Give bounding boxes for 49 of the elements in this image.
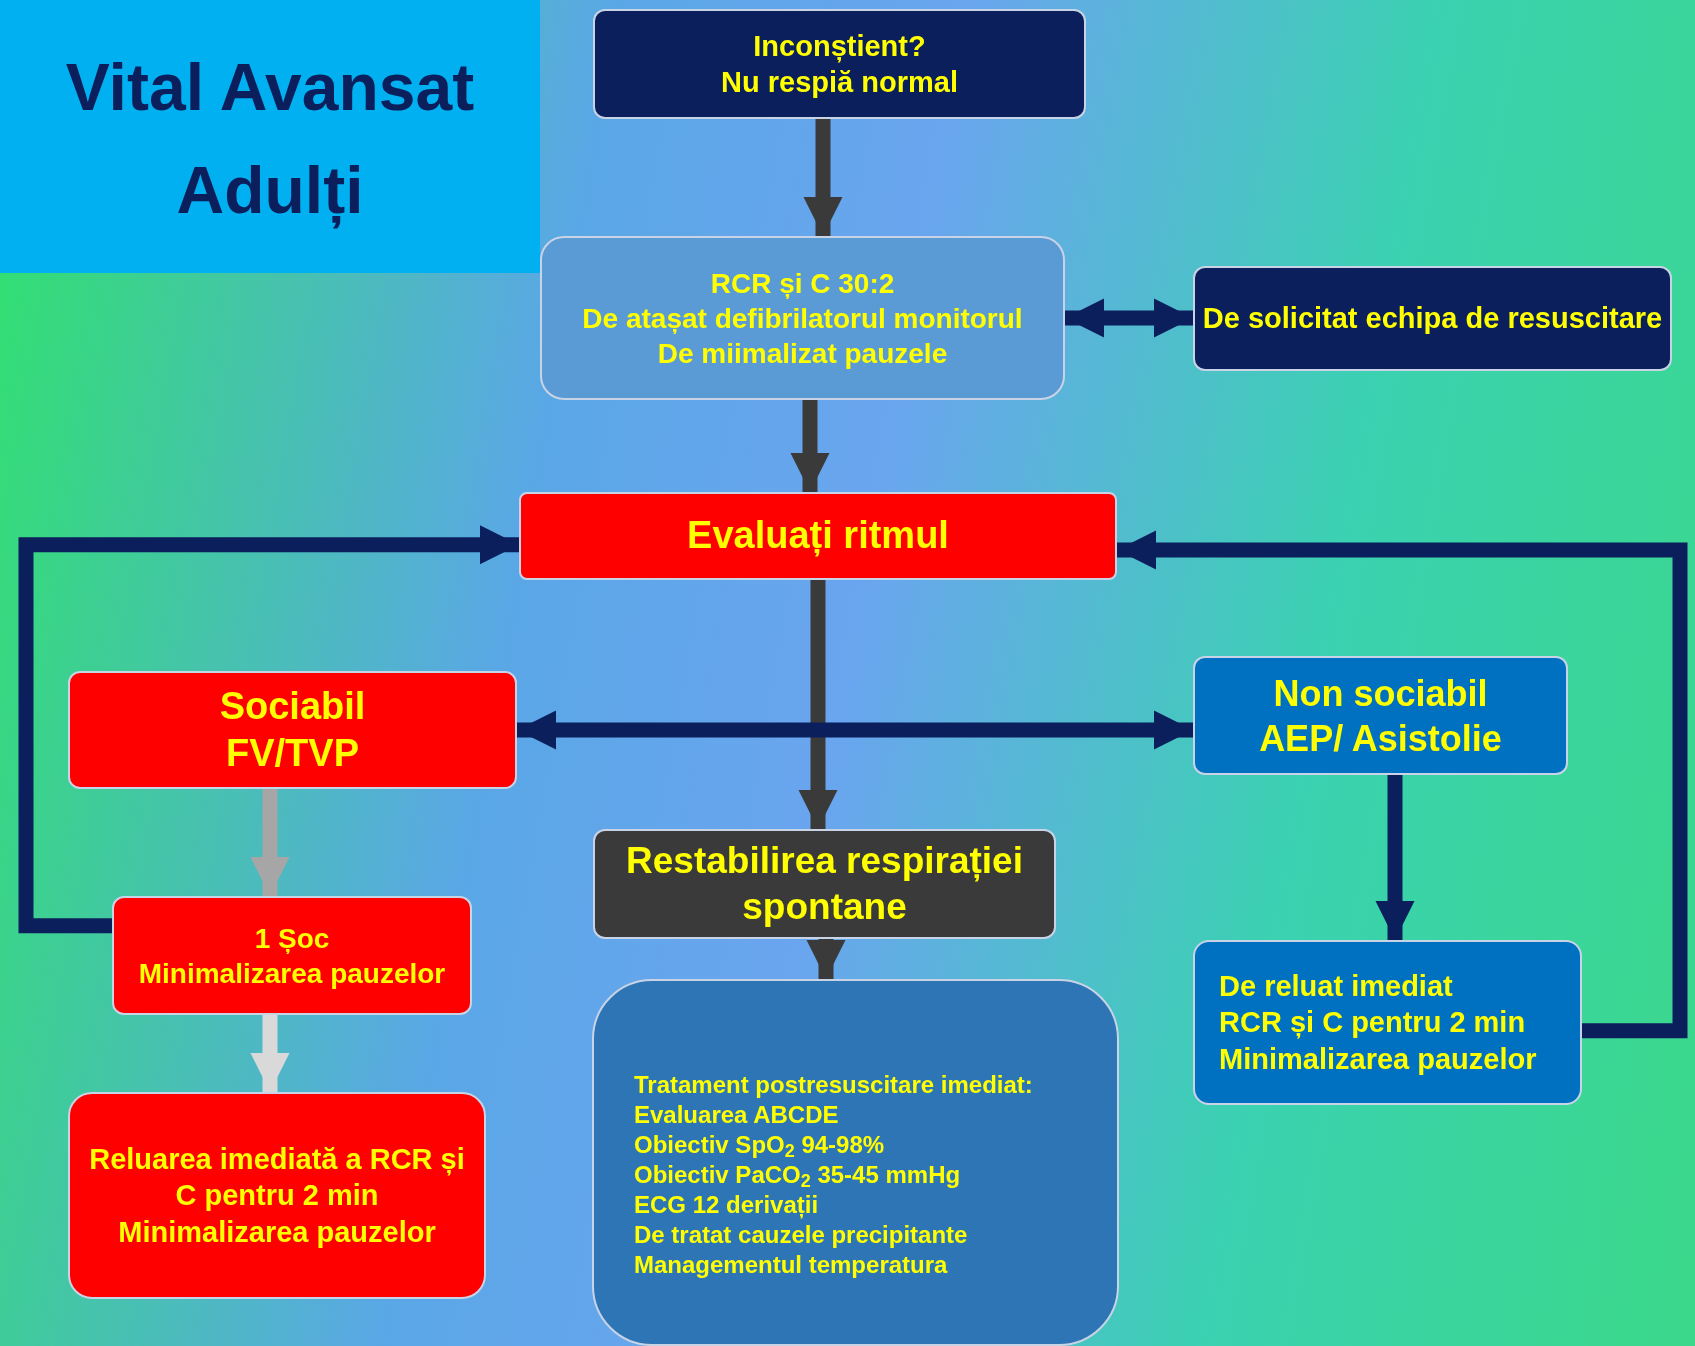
arrow	[1065, 298, 1193, 338]
node-text: Non sociabil	[1273, 671, 1488, 716]
treatment-box	[592, 979, 1119, 1346]
arrow	[790, 400, 830, 492]
node-text: ECG 12 derivații	[634, 1189, 819, 1220]
node-text: Minimalizarea pauzelor	[1219, 1041, 1537, 1077]
node-text: RCR și C pentru 2 min	[1219, 1005, 1526, 1041]
arrow	[806, 939, 846, 979]
arrow	[250, 1015, 290, 1092]
node-text: Reluarea imediată a RCR și C pentru 2 min	[88, 1142, 466, 1214]
arrow	[798, 580, 838, 829]
arrow	[517, 710, 1193, 750]
node-text: De atașat defibrilatorul monitorul	[582, 301, 1023, 336]
arrow	[18, 525, 519, 934]
title: Vital Avansat Adulți	[64, 49, 476, 231]
process-box	[1193, 940, 1582, 1105]
node-text: De reluat imediat	[1219, 969, 1453, 1005]
node-text: Obiectiv SpO$_{2}$ 94-98%	[634, 1129, 885, 1160]
process-box	[540, 236, 1065, 400]
node-text: Evaluarea ABCDE	[634, 1099, 839, 1130]
node-text: Obiectiv PaCO$_{2}$ 35-45 mmHg	[634, 1159, 961, 1190]
process-box	[112, 896, 472, 1015]
node-text: AEP/ Asistolie	[1259, 716, 1502, 761]
outcome-box	[593, 829, 1056, 939]
node-text: FV/TVP	[226, 731, 359, 776]
node-text: Nu respiă normal	[721, 65, 958, 100]
node-text: RCR și C 30:2	[710, 266, 895, 301]
node-text: Minimalizarea pauzelor	[138, 956, 446, 991]
arrow	[1117, 530, 1688, 1039]
arrow	[250, 789, 290, 896]
rhythm-box	[68, 671, 517, 789]
process-box	[1193, 266, 1672, 371]
process-box	[68, 1092, 486, 1299]
node-text: De miimalizat pauzele	[657, 336, 948, 371]
node-text: Evaluați ritmul	[687, 513, 949, 559]
node-text: Tratament postresuscitare imediat:	[634, 1069, 1033, 1100]
decision-box	[519, 492, 1117, 580]
node-text: 1 Șoc	[254, 921, 330, 956]
node-text: Sociabil	[219, 683, 366, 729]
node-text: De tratat cauzele precipitante	[634, 1219, 968, 1250]
rhythm-box	[1193, 656, 1568, 775]
process-box	[593, 9, 1086, 119]
node-text: Minimalizarea pauzelor	[118, 1214, 436, 1250]
node-text: Managementul temperatura	[634, 1249, 948, 1280]
node-text: Restabilirea respirației spontane	[625, 838, 1024, 929]
node-text: De solicitat echipa de resuscitare	[1202, 301, 1663, 337]
arrow	[803, 119, 843, 236]
arrow	[1375, 775, 1415, 940]
node-text: Inconștient?	[753, 28, 926, 64]
